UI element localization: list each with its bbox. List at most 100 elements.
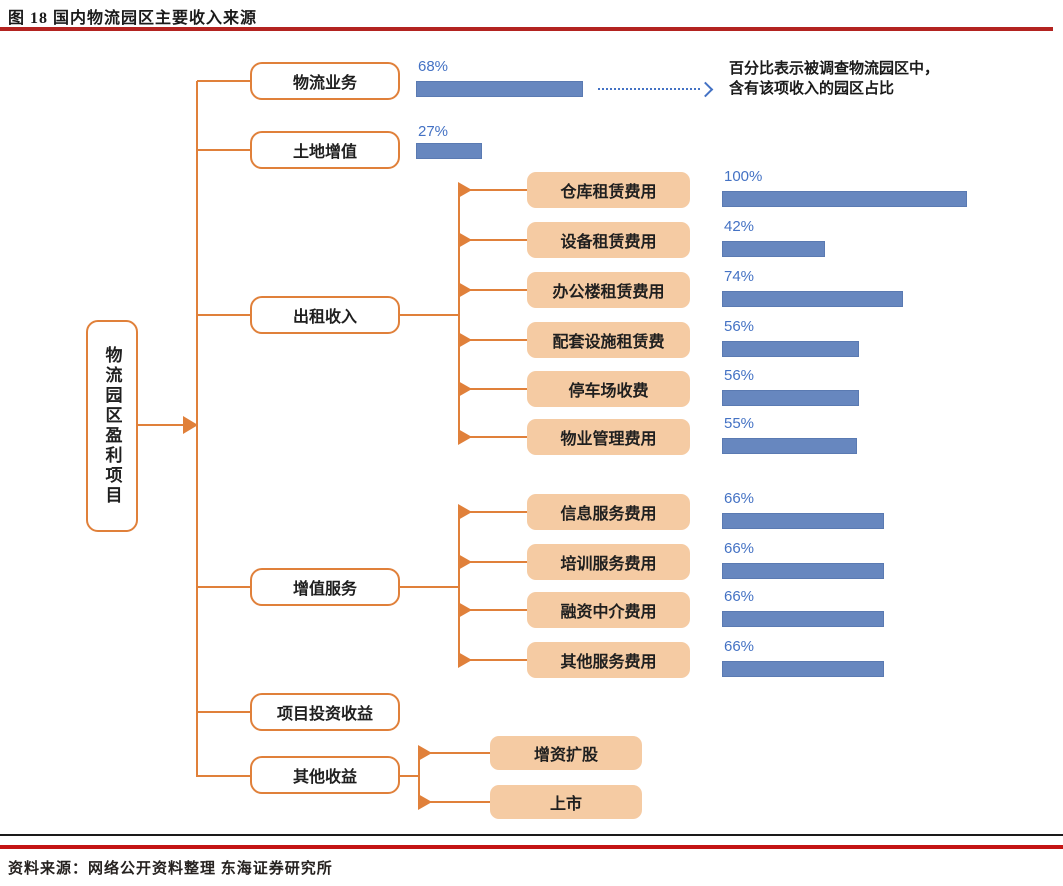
percent-label: 56% bbox=[724, 318, 755, 335]
connector-line bbox=[400, 586, 460, 588]
bar-equipment bbox=[722, 241, 825, 257]
bar-facilities bbox=[722, 341, 860, 357]
percent-label: 66% bbox=[724, 540, 755, 557]
bar-financing bbox=[722, 611, 884, 627]
child-node-label: 停车场收费 bbox=[568, 383, 649, 400]
child-node-label: 设备租赁费用 bbox=[560, 234, 657, 251]
bar-logistics bbox=[416, 81, 583, 97]
child-node: 配套设施租赁费 bbox=[527, 322, 690, 358]
child-node: 其他服务费用 bbox=[527, 642, 690, 678]
branch-arrow-icon bbox=[418, 745, 432, 761]
connector-line bbox=[470, 189, 527, 191]
child-node-label: 上市 bbox=[549, 796, 582, 813]
branch-line-other bbox=[418, 752, 420, 804]
branch-arrow-icon bbox=[458, 554, 472, 570]
child-node-label: 融资中介费用 bbox=[560, 604, 657, 621]
branch-node-other: 其他收益 bbox=[250, 756, 400, 794]
child-node-label: 其他服务费用 bbox=[560, 654, 657, 671]
child-node: 停车场收费 bbox=[527, 371, 690, 407]
arrowhead-icon bbox=[697, 81, 714, 98]
branch-node-label: 项目投资收益 bbox=[276, 706, 373, 723]
bar-parking bbox=[722, 390, 860, 406]
annotation-text: 百分比表示被调查物流园区中， 含有该项收入的园区占比 bbox=[729, 59, 939, 99]
branch-node-label: 物流业务 bbox=[292, 75, 357, 92]
branch-node-rental: 出租收入 bbox=[250, 296, 400, 334]
branch-node-label: 土地增值 bbox=[292, 144, 357, 161]
percent-label: 66% bbox=[724, 588, 755, 605]
child-node-label: 培训服务费用 bbox=[560, 556, 657, 573]
connector-line bbox=[430, 801, 490, 803]
connector-line bbox=[470, 289, 527, 291]
child-node: 设备租赁费用 bbox=[527, 222, 690, 258]
bar-office bbox=[722, 291, 904, 307]
percent-label: 56% bbox=[724, 367, 755, 384]
child-node: 增资扩股 bbox=[490, 736, 642, 770]
branch-arrow-icon bbox=[458, 381, 472, 397]
connector-line bbox=[470, 436, 527, 438]
connector-line bbox=[470, 388, 527, 390]
root-node: 物流园区盈利项目 bbox=[86, 320, 138, 532]
percent-label: 100% bbox=[724, 168, 763, 185]
bar-land bbox=[416, 143, 483, 159]
branch-node-label: 出租收入 bbox=[292, 309, 357, 326]
connector-line bbox=[430, 752, 490, 754]
child-node: 物业管理费用 bbox=[527, 419, 690, 455]
branch-arrow-icon bbox=[458, 282, 472, 298]
connector-line bbox=[197, 80, 250, 82]
child-node: 仓库租赁费用 bbox=[527, 172, 690, 208]
connector-line bbox=[197, 314, 250, 316]
branch-arrow-icon bbox=[458, 429, 472, 445]
connector-line bbox=[197, 711, 250, 713]
branch-node-label: 其他收益 bbox=[292, 769, 357, 786]
branch-arrow-icon bbox=[458, 332, 472, 348]
branch-node-investment: 项目投资收益 bbox=[250, 693, 400, 731]
branch-arrow-icon bbox=[458, 652, 472, 668]
child-node: 信息服务费用 bbox=[527, 494, 690, 530]
branch-arrow-icon bbox=[183, 416, 198, 434]
percent-label: 66% bbox=[724, 490, 755, 507]
connector-line bbox=[197, 149, 250, 151]
annotation-line1: 百分比表示被调查物流园区中， bbox=[729, 60, 940, 77]
branch-node-logistics: 物流业务 bbox=[250, 62, 400, 100]
branch-line-valueadd bbox=[458, 511, 460, 661]
root-node-label: 物流园区盈利项目 bbox=[102, 346, 122, 506]
connector-line bbox=[470, 561, 527, 563]
branch-arrow-icon bbox=[458, 504, 472, 520]
branch-node-valueadd: 增值服务 bbox=[250, 568, 400, 606]
title-rule bbox=[0, 27, 1053, 31]
connector-line bbox=[470, 659, 527, 661]
connector-line bbox=[470, 239, 527, 241]
footer-rule-red bbox=[0, 845, 1063, 849]
percent-label: 42% bbox=[724, 218, 755, 235]
annotation-line2: 含有该项收入的园区占比 bbox=[729, 80, 895, 97]
percent-label: 66% bbox=[724, 638, 755, 655]
branch-arrow-icon bbox=[418, 794, 432, 810]
connector-line bbox=[138, 424, 184, 426]
child-node-label: 仓库租赁费用 bbox=[560, 184, 657, 201]
percent-label: 27% bbox=[418, 123, 449, 140]
source-note: 资料来源：网络公开资料整理 东海证券研究所 bbox=[8, 861, 333, 877]
trunk-line bbox=[196, 81, 198, 777]
connector-line bbox=[197, 775, 250, 777]
child-node-label: 物业管理费用 bbox=[560, 431, 657, 448]
child-node-label: 办公楼租赁费用 bbox=[552, 284, 665, 301]
percent-label: 74% bbox=[724, 268, 755, 285]
child-node-label: 配套设施租赁费 bbox=[552, 334, 665, 351]
bar-property-mgmt bbox=[722, 438, 857, 454]
figure-title: 图 18 国内物流园区主要收入来源 bbox=[8, 10, 258, 27]
bar-info-service bbox=[722, 513, 884, 529]
connector-line bbox=[400, 314, 460, 316]
child-node-label: 信息服务费用 bbox=[560, 506, 657, 523]
child-node: 上市 bbox=[490, 785, 642, 819]
branch-arrow-icon bbox=[458, 602, 472, 618]
branch-line-rental bbox=[458, 189, 460, 438]
percent-label: 55% bbox=[724, 415, 755, 432]
child-node: 培训服务费用 bbox=[527, 544, 690, 580]
bar-warehouse bbox=[722, 191, 967, 207]
bar-training bbox=[722, 563, 884, 579]
connector-line bbox=[197, 586, 250, 588]
branch-arrow-icon bbox=[458, 182, 472, 198]
branch-node-land: 土地增值 bbox=[250, 131, 400, 169]
footer-rule-black bbox=[0, 834, 1063, 836]
